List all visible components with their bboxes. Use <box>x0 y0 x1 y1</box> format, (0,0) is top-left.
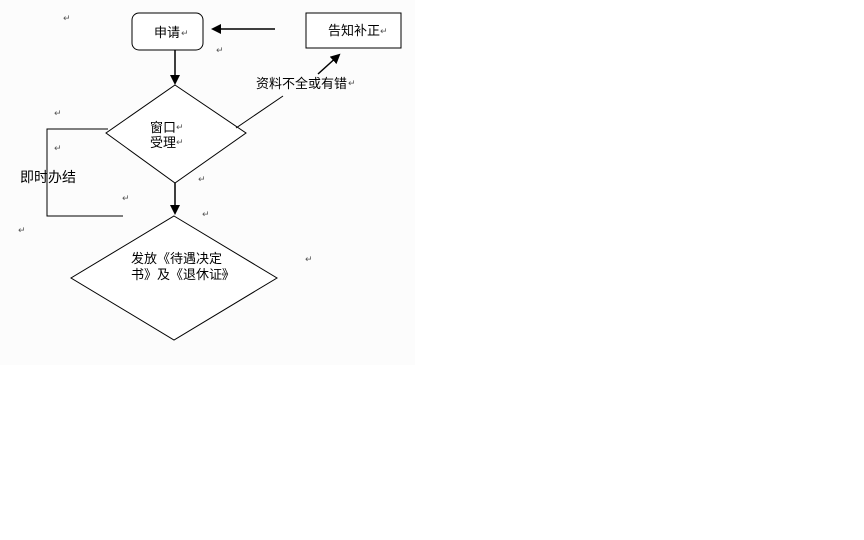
paragraph-mark: ↵ <box>176 123 184 133</box>
issue-label-line1: 发放《待遇决定 <box>131 252 223 267</box>
apply-box <box>131 12 204 51</box>
paragraph-mark: ↵ <box>122 194 130 204</box>
incomplete-label: 资料不全或有错 <box>256 77 348 92</box>
window-label-line2: 受理 <box>150 136 177 151</box>
paragraph-mark: ↵ <box>63 14 71 24</box>
issue-diamond <box>70 215 278 341</box>
paragraph-mark: ↵ <box>348 79 356 89</box>
paragraph-mark: ↵ <box>380 27 388 37</box>
notify-label: 告知补正 <box>328 24 381 39</box>
paragraph-mark: ↵ <box>202 210 210 220</box>
instant-loop-line <box>46 128 123 217</box>
notify-box <box>305 12 402 49</box>
paragraph-mark: ↵ <box>305 255 313 265</box>
paragraph-mark: ↵ <box>54 109 62 119</box>
paragraph-mark: ↵ <box>176 138 184 148</box>
paragraph-mark: ↵ <box>198 175 206 185</box>
paragraph-mark: ↵ <box>18 226 26 236</box>
paragraph-mark: ↵ <box>54 144 62 154</box>
line-window-to-incomplete <box>235 95 284 129</box>
instant-label: 即时办结 <box>20 170 76 186</box>
paragraph-mark: ↵ <box>216 46 224 56</box>
arrow-incomplete-to-notify <box>317 53 341 75</box>
apply-label: 申请 <box>154 26 181 41</box>
paragraph-mark: ↵ <box>221 270 229 280</box>
issue-label-line2: 书》及《退休证》 <box>131 268 236 283</box>
window-label-line1: 窗口 <box>150 121 177 136</box>
paragraph-mark: ↵ <box>181 29 189 39</box>
